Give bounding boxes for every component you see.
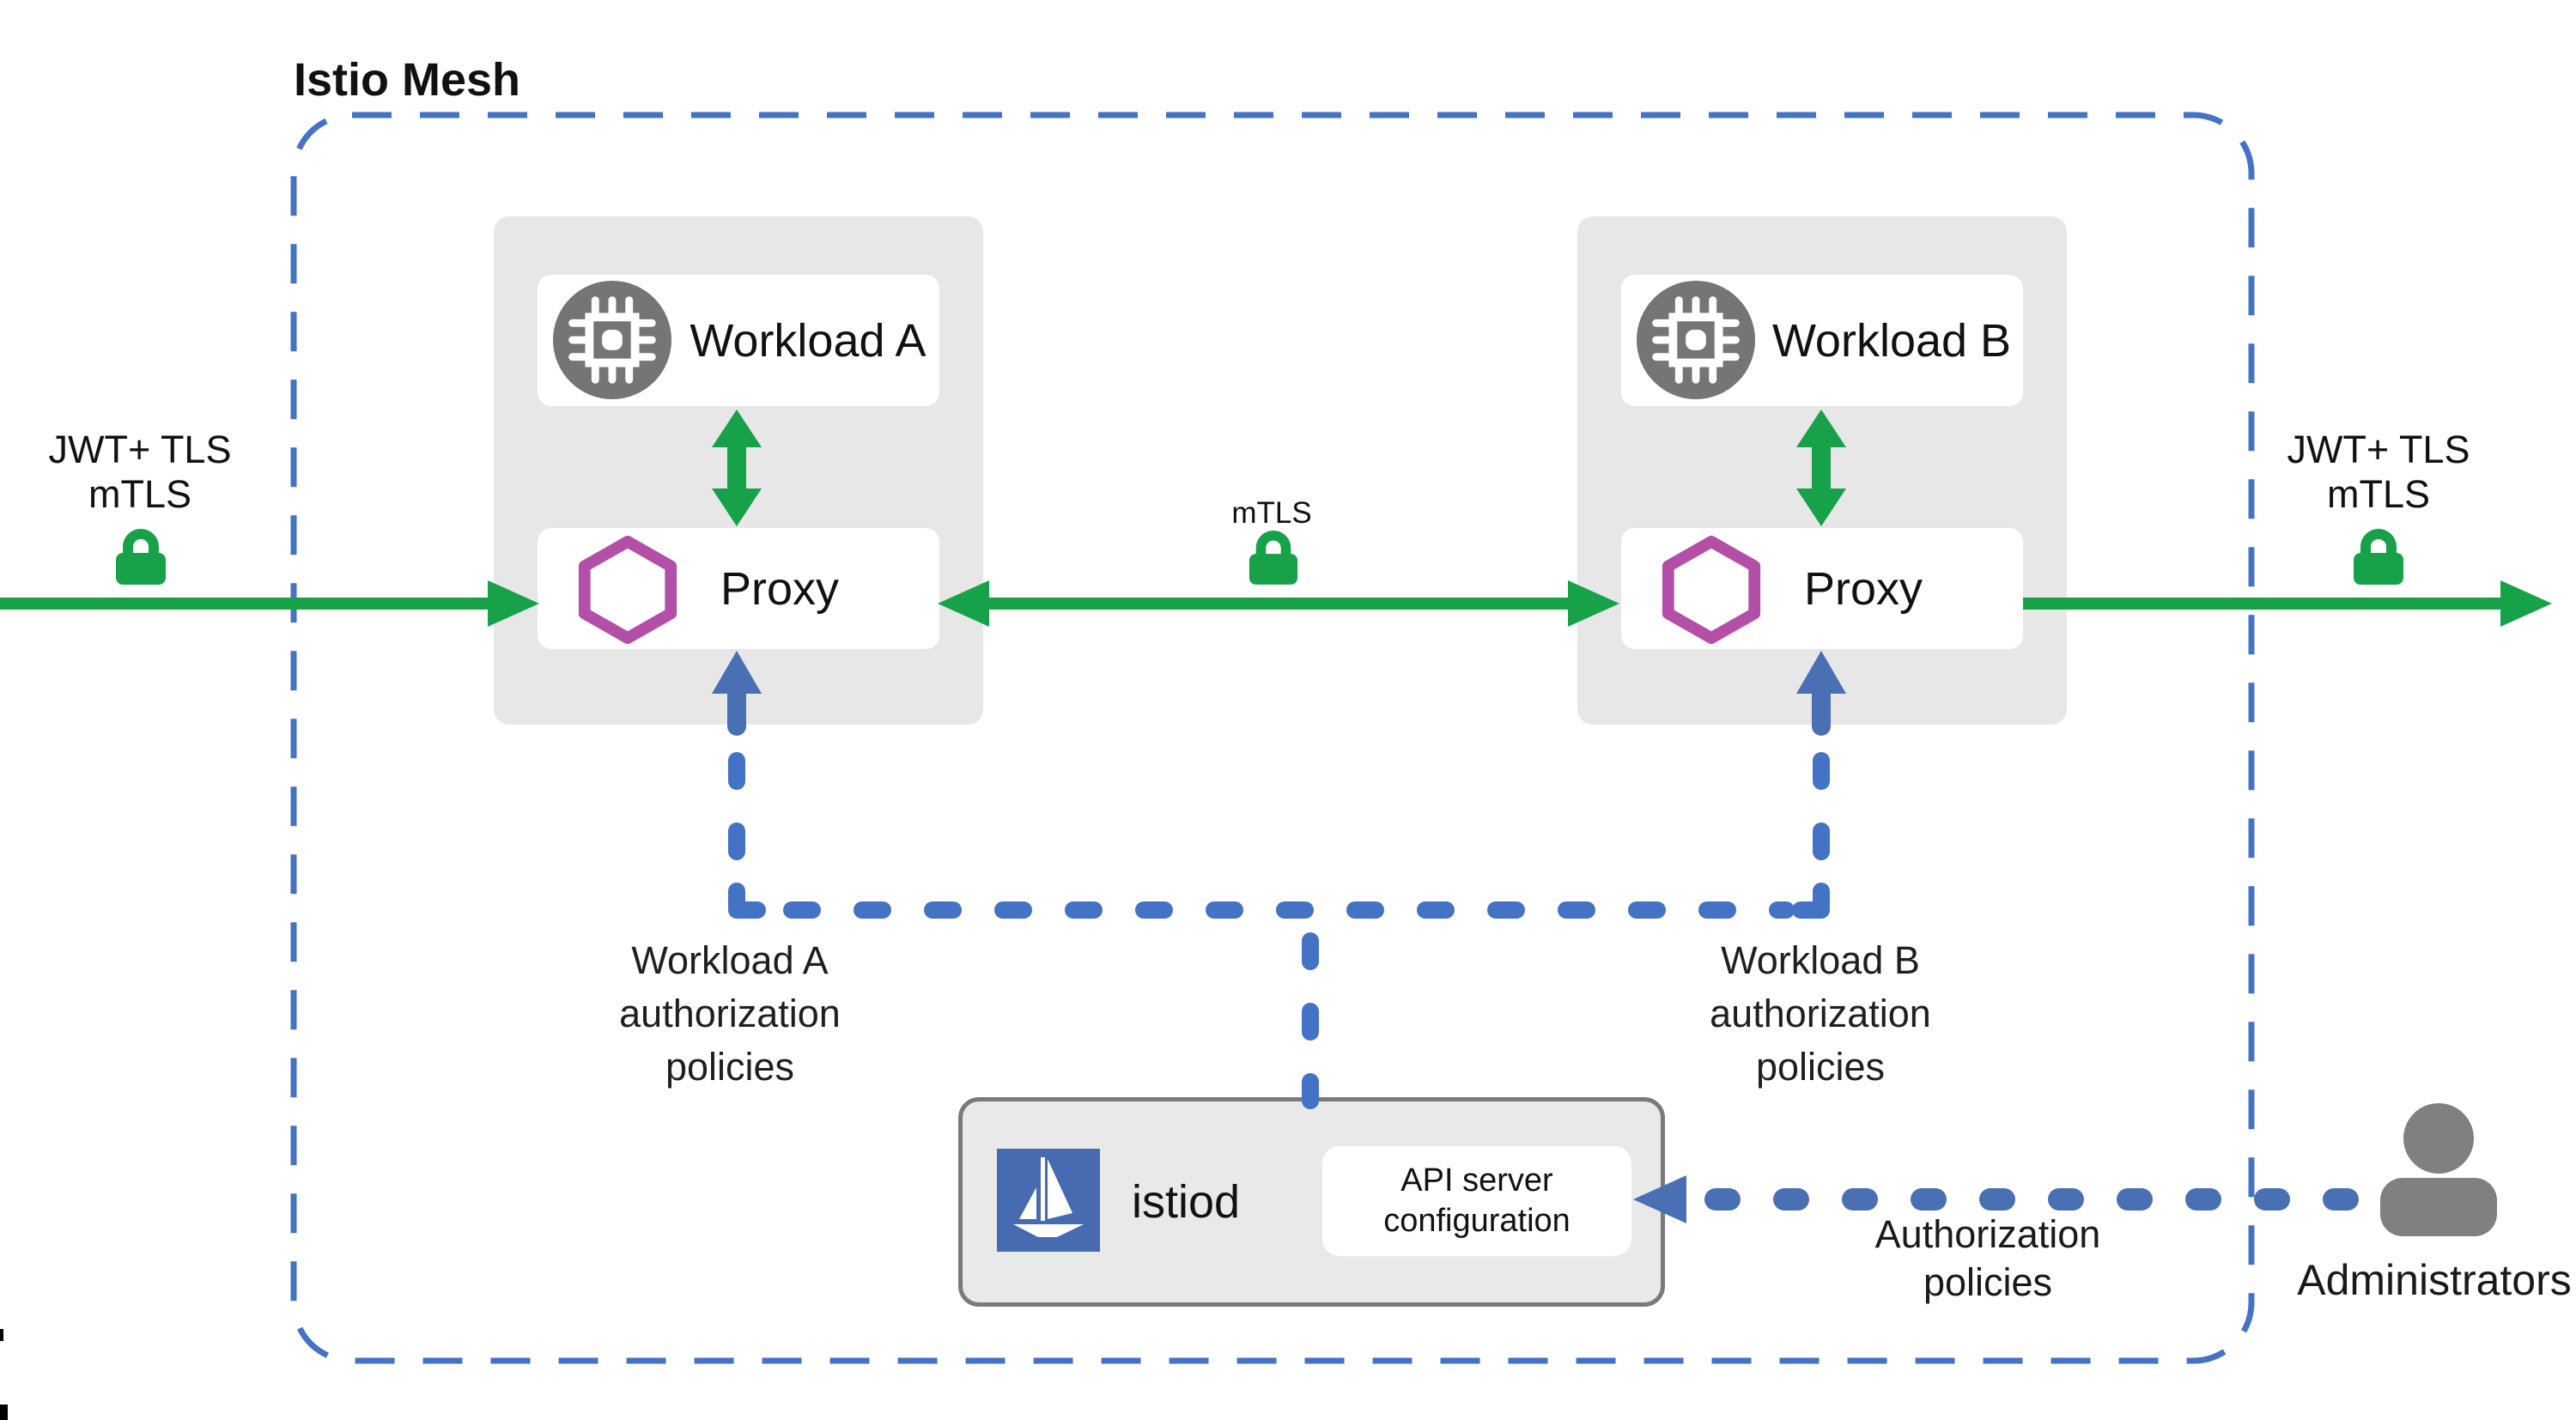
api-server-config-box: API server configuration — [1322, 1146, 1631, 1256]
workload-b-policy-label: Workload B authorization policies — [1631, 934, 2009, 1094]
istio-sailboat-icon — [997, 1149, 1100, 1252]
traffic-label-right-line2: mTLS — [2326, 472, 2430, 516]
proxy-b-label: Proxy — [1803, 562, 1923, 615]
proxy-a-label: Proxy — [720, 562, 840, 615]
traffic-label-left-line1: JWT+ TLS — [48, 428, 232, 471]
lock-icon — [2351, 524, 2406, 590]
edge-artifact — [0, 1329, 3, 1341]
workload-a-policy-line3: policies — [665, 1045, 795, 1089]
api-box-line2: configuration — [1383, 1203, 1571, 1239]
workload-b-policy-line2: authorization — [1710, 992, 1931, 1035]
api-box-line1: API server — [1400, 1162, 1553, 1199]
istiod-box: istiod API server configuration — [958, 1097, 1665, 1307]
hexagon-icon — [1657, 536, 1765, 648]
workload-a-box: Workload A — [538, 275, 939, 406]
workload-b-policy-line1: Workload B — [1721, 938, 1920, 982]
istiod-label: istiod — [1131, 1176, 1241, 1228]
workload-a-label: Workload A — [690, 314, 927, 367]
traffic-label-right-line1: JWT+ TLS — [2287, 428, 2470, 471]
workload-b-label: Workload B — [1771, 314, 2012, 367]
lock-icon — [113, 524, 168, 590]
chip-icon — [551, 279, 673, 405]
egress-arrow — [2023, 580, 2552, 627]
lock-icon — [1247, 525, 1300, 590]
proxy-a-box: Proxy — [538, 528, 939, 649]
proxy-b-box: Proxy — [1621, 528, 2023, 649]
workload-a-policy-label: Workload A authorization policies — [541, 934, 919, 1094]
person-icon — [2379, 1095, 2499, 1241]
chip-icon — [1635, 279, 1757, 405]
traffic-label-left-line2: mTLS — [88, 472, 191, 516]
workload-a-policy-line2: authorization — [619, 992, 841, 1035]
authorization-policy-line1: Authorization — [1874, 1212, 2101, 1256]
mesh-title: Istio Mesh — [294, 54, 521, 106]
traffic-label-right: JWT+ TLS mTLS — [2256, 428, 2501, 517]
ingress-arrow — [0, 580, 539, 627]
authorization-policy-label: Authorization policies — [1812, 1211, 2164, 1307]
workload-b-box: Workload B — [1621, 275, 2023, 406]
workload-a-policy-line1: Workload A — [631, 938, 829, 982]
edge-artifact — [0, 1405, 8, 1420]
hexagon-icon — [574, 536, 682, 648]
workload-b-policy-line3: policies — [1755, 1045, 1886, 1089]
traffic-label-left: JWT+ TLS mTLS — [17, 428, 263, 517]
authorization-policy-line2: policies — [1923, 1260, 2053, 1304]
administrators-label: Administrators — [2297, 1256, 2572, 1304]
